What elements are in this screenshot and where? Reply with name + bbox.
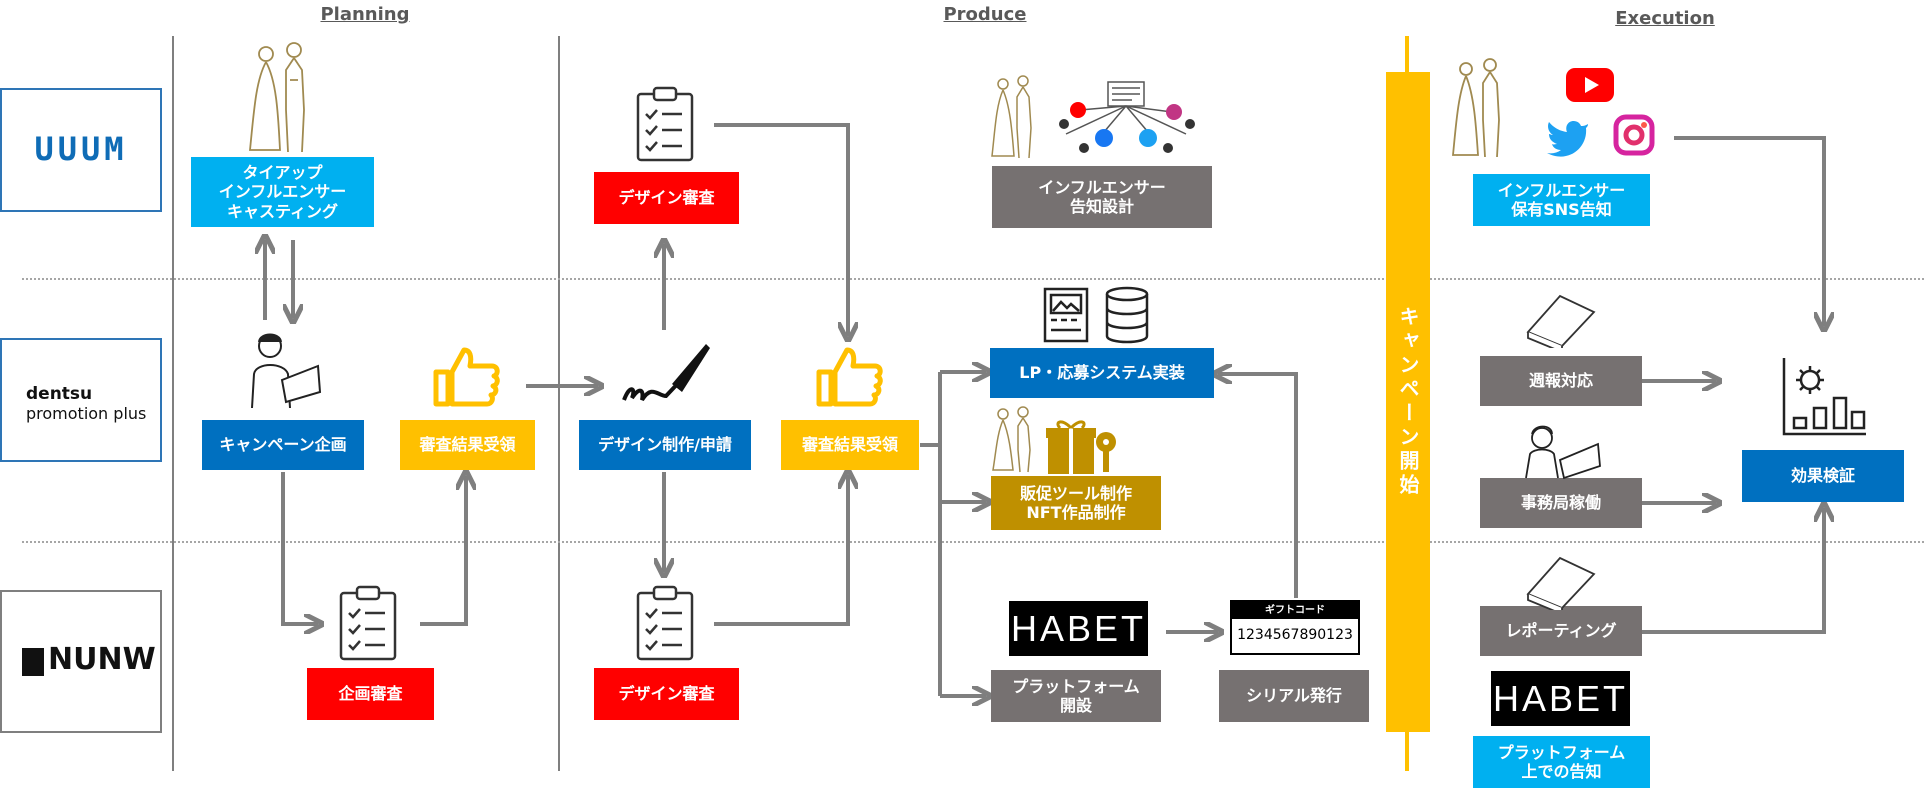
box-reporting: レポーティング [1480, 606, 1642, 656]
lane-divider-bottom [22, 541, 1924, 543]
document-icon [1043, 287, 1089, 343]
lane-uuum: UUUM [0, 88, 162, 212]
box-review-result-1: 審査結果受領 [400, 420, 535, 470]
gift-code-value: 1234567890123 [1237, 627, 1353, 643]
box-serial-issue: シリアル発行 [1219, 670, 1369, 722]
box-tieup-casting: タイアップ インフルエンサー キャスティング [191, 157, 374, 227]
nunw-logo: NUNW [48, 642, 156, 677]
box-weekly-report: 週報対応 [1480, 356, 1642, 406]
box-design-production: デザイン制作/申請 [579, 420, 751, 470]
web-network-icon [1059, 81, 1195, 153]
couple-icon [249, 42, 305, 153]
book-icon [1526, 556, 1596, 610]
phase-produce: Produce [943, 4, 1027, 25]
thumbs-up-icon [816, 347, 883, 407]
gift-code-label: ギフトコード [1232, 602, 1358, 619]
box-promo-tools: 販促ツール制作 NFT作品制作 [991, 476, 1161, 530]
database-icon [1105, 286, 1149, 344]
box-design-review-top: デザイン審査 [594, 172, 739, 224]
campaign-start-label: キャンペーン開始 [1396, 306, 1420, 498]
youtube-icon [1566, 68, 1614, 102]
worker-icon [1525, 425, 1601, 480]
couple-icon [991, 75, 1032, 159]
box-platform-setup: プラットフォーム 開設 [991, 670, 1161, 722]
pen-signature-icon [622, 344, 710, 402]
couple-icon [992, 406, 1031, 473]
clipboard-icon [636, 86, 694, 162]
box-design-review-bottom: デザイン審査 [594, 668, 739, 720]
separator-produce [558, 36, 560, 771]
campaign-start-bar: キャンペーン開始 [1386, 72, 1430, 732]
lane-nunw: NUNW [0, 590, 162, 733]
twitter-icon [1547, 120, 1588, 157]
box-lp-system: LP・応募システム実装 [990, 348, 1214, 398]
dentsu-logo-line1: dentsu [26, 384, 93, 404]
clipboard-icon [339, 585, 397, 661]
chart-virus-icon [1782, 358, 1866, 436]
box-office-operation: 事務局稼働 [1480, 478, 1642, 528]
thumbs-up-icon [433, 347, 500, 407]
habet-logo-produce: HABET [1009, 601, 1148, 656]
clipboard-icon [636, 585, 694, 661]
box-campaign-plan: キャンペーン企画 [202, 420, 364, 470]
separator-planning [172, 36, 174, 771]
box-plan-review: 企画審査 [307, 668, 434, 720]
nunw-mark-icon [22, 648, 44, 676]
person-laptop-icon [251, 333, 322, 409]
book-icon [1526, 294, 1596, 348]
lane-dentsu: dentsu promotion plus [0, 338, 162, 462]
box-effect-verification: 効果検証 [1742, 450, 1904, 502]
gift-code-card: ギフトコード 1234567890123 [1230, 600, 1360, 655]
box-platform-announce: プラットフォーム 上での告知 [1473, 736, 1650, 788]
dentsu-logo-line2: promotion plus [26, 404, 147, 423]
phase-execution: Execution [1615, 8, 1715, 29]
phase-planning: Planning [320, 4, 410, 25]
box-review-result-2: 審査結果受領 [781, 420, 919, 470]
gift-key-icon [1046, 420, 1116, 474]
lane-divider-top [22, 278, 1924, 280]
uuum-logo: UUUM [34, 130, 128, 168]
box-influencer-announce: インフルエンサー 告知設計 [992, 166, 1212, 228]
habet-logo-execution: HABET [1491, 671, 1630, 726]
couple-icon [1452, 58, 1500, 158]
instagram-icon [1613, 114, 1655, 156]
box-influencer-sns: インフルエンサー 保有SNS告知 [1473, 174, 1650, 226]
